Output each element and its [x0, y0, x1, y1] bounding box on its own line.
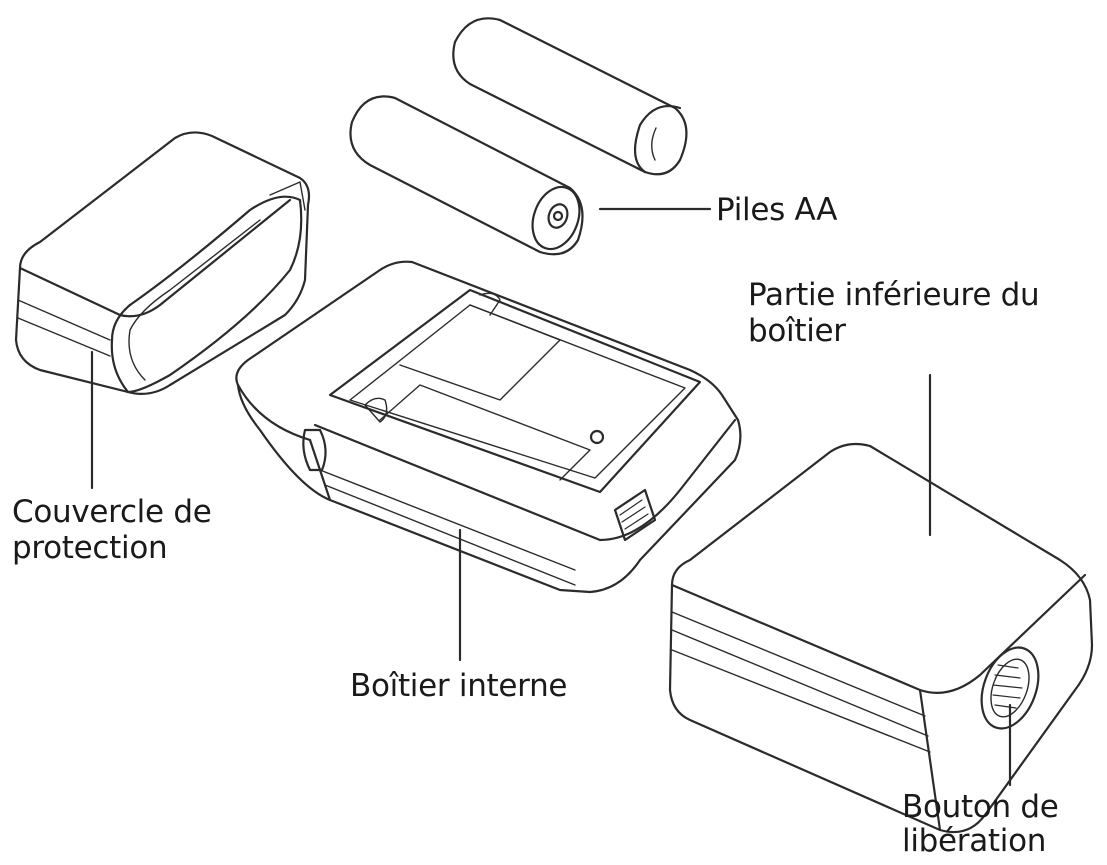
label-inner-housing: Boîtier interne [350, 668, 568, 704]
label-aa-batteries: Piles AA [716, 192, 838, 228]
label-lower-housing: Partie inférieure du boîtier [748, 277, 1040, 349]
inner-housing [235, 260, 742, 594]
label-release-button-line1: Bouton de [902, 789, 1059, 825]
lower-housing [668, 442, 1094, 834]
label-release-button-line2: libération [902, 823, 1047, 859]
label-release-button: Bouton de libération [902, 790, 1059, 858]
label-lower-housing-line2: boîtier [748, 313, 846, 349]
label-protective-cover-line1: Couvercle de [12, 494, 212, 530]
label-aa-batteries-text: Piles AA [716, 192, 838, 228]
battery-front [349, 95, 584, 256]
battery-back [452, 17, 688, 176]
label-lower-housing-line1: Partie inférieure du [748, 277, 1040, 313]
label-protective-cover-line2: protection [12, 530, 168, 566]
protective-cover [14, 131, 311, 395]
label-inner-housing-text: Boîtier interne [350, 668, 568, 704]
label-protective-cover: Couvercle de protection [12, 494, 212, 566]
